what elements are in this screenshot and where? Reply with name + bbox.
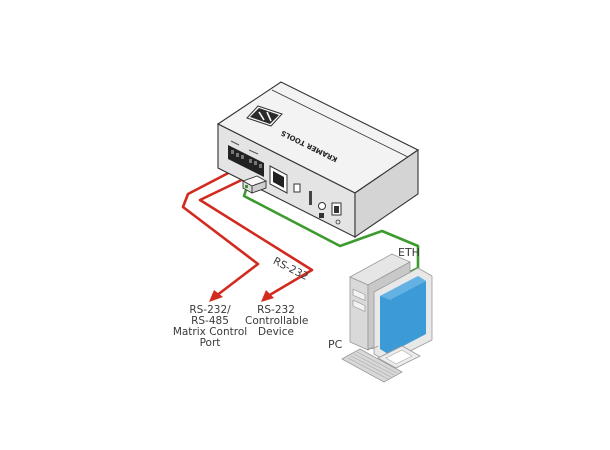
matrix-port-line: Port (199, 337, 221, 349)
cable-rs232-device (198, 173, 314, 298)
pc-tower-front (349, 276, 369, 351)
matrix-port-line: RS-485 (191, 315, 229, 327)
controllable-device-label: RS-232 Controllable Device (245, 304, 309, 338)
terminal-block-1 (228, 145, 246, 168)
controllable-device-line: RS-232 (257, 304, 295, 316)
ethernet-adapter (241, 175, 268, 194)
terminal-block-2 (246, 154, 264, 177)
reset-button-icon (318, 202, 326, 210)
kramer-device: KRAMER TOOLS (216, 81, 420, 239)
matrix-port-line: RS-232/ (189, 304, 231, 316)
ethernet-port-icon (269, 165, 288, 194)
switch-icon (309, 191, 312, 205)
kramer-logo-icon (246, 105, 283, 127)
eth-label: ETH (398, 246, 420, 259)
pc-label: PC (328, 338, 343, 351)
device-side (354, 148, 419, 239)
arrowhead-matrix (209, 290, 223, 302)
controllable-device-line: Controllable (245, 315, 309, 327)
controllable-device-line: Device (258, 326, 294, 338)
arrowhead-device (261, 290, 274, 302)
pc-keyboard (341, 348, 403, 383)
cable-rs232-rs485-matrix (181, 166, 260, 298)
pc-computer (341, 253, 433, 383)
matrix-port-line: Matrix Control (172, 326, 248, 338)
usb-port-icon (293, 183, 301, 193)
matrix-port-label: RS-232/ RS-485 Matrix Control Port (168, 305, 252, 349)
